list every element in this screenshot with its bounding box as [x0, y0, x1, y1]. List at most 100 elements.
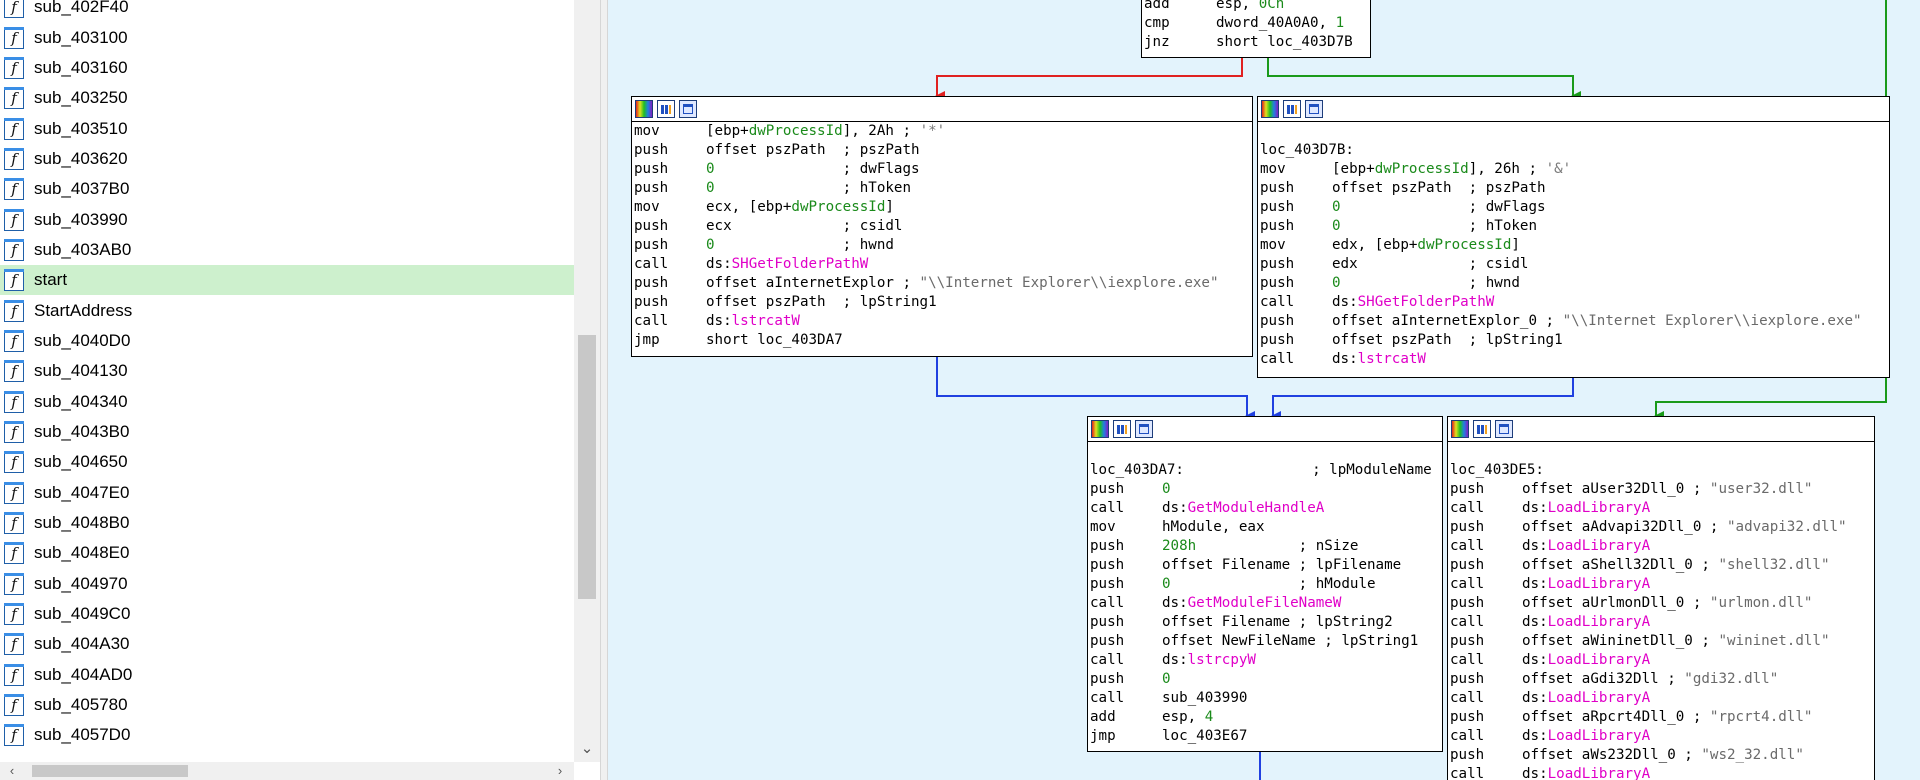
chart-edit-icon[interactable] — [1113, 420, 1131, 438]
scroll-down-arrow-icon[interactable]: ⌄ — [580, 740, 594, 757]
color-palette-icon[interactable] — [1451, 420, 1469, 438]
chart-edit-icon[interactable] — [1473, 420, 1491, 438]
scroll-right-arrow-icon[interactable]: › — [557, 763, 563, 778]
code-block-loc-403d7b[interactable]: loc_403D7B:mov[ebp+dwProcessId], 26h ; '… — [1257, 96, 1890, 378]
pane-splitter[interactable] — [600, 0, 608, 780]
graph-layout-icon[interactable] — [1495, 420, 1513, 438]
horizontal-scroll-thumb[interactable] — [32, 765, 188, 777]
graph-layout-icon[interactable] — [1135, 420, 1153, 438]
instruction-line[interactable] — [1090, 442, 1442, 461]
instruction-line[interactable]: loc_403DA7: ; lpModuleName — [1090, 461, 1442, 480]
instruction-line[interactable]: mov[ebp+dwProcessId], 2Ah ; '*' — [634, 122, 1252, 141]
function-list-vertical-scrollbar[interactable]: ⌄ — [574, 0, 600, 762]
instruction-line[interactable]: loc_403DE5: — [1450, 461, 1874, 480]
graph-layout-icon[interactable] — [1305, 100, 1323, 118]
graph-layout-icon[interactable] — [679, 100, 697, 118]
instruction-line[interactable]: loc_403D7B: — [1260, 141, 1889, 160]
instruction-line[interactable] — [1260, 122, 1889, 141]
function-list-horizontal-scrollbar[interactable]: ‹ › — [0, 762, 574, 780]
color-palette-icon[interactable] — [1261, 100, 1279, 118]
color-palette-icon[interactable] — [635, 100, 653, 118]
color-palette-icon[interactable] — [1091, 420, 1109, 438]
chart-edit-icon[interactable] — [1283, 100, 1301, 118]
instruction-line[interactable] — [1450, 442, 1874, 461]
